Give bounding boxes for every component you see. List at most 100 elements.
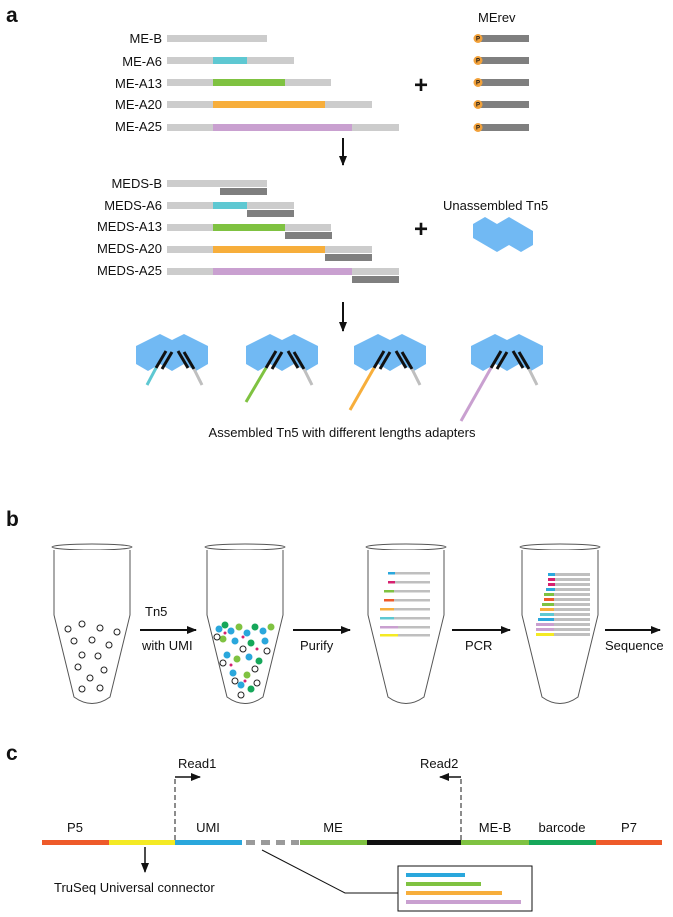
truseq-connector-label: TruSeq Universal connector bbox=[54, 880, 215, 895]
fragment-dot bbox=[243, 671, 251, 679]
me-adapter-label: ME-A20 bbox=[115, 97, 162, 112]
meds-insert bbox=[213, 224, 285, 231]
segment-label-me-b: ME-B bbox=[479, 820, 512, 835]
bead bbox=[94, 652, 102, 660]
segment-umi bbox=[175, 840, 242, 845]
fragment-adapter bbox=[544, 598, 554, 601]
meds-adapter-label: MEDS-A13 bbox=[97, 219, 162, 234]
read2-label: Read2 bbox=[420, 756, 458, 771]
assembled-complex-list bbox=[136, 334, 543, 422]
unassembled-tn5-label: Unassembled Tn5 bbox=[443, 198, 548, 213]
meds-insert bbox=[213, 268, 352, 275]
phosphate-icon bbox=[473, 123, 483, 132]
fragment-line bbox=[540, 608, 590, 611]
amplified-fragments bbox=[536, 573, 590, 636]
me-adapter-label: ME-A25 bbox=[115, 119, 162, 134]
meds-adapter-label: MEDS-A20 bbox=[97, 241, 162, 256]
adapter-tail bbox=[459, 367, 493, 422]
adapter-tail bbox=[145, 367, 158, 386]
fragment-adapter bbox=[548, 578, 555, 581]
fragment-line bbox=[548, 578, 590, 581]
segment-p5 bbox=[42, 840, 109, 845]
adapter-duplex bbox=[394, 350, 408, 369]
meds-adapter-label: MEDS-A6 bbox=[104, 198, 162, 213]
fragment-adapter bbox=[548, 573, 555, 576]
read1-marker: Read1 bbox=[174, 756, 216, 840]
assembled-tn5-complex bbox=[459, 334, 543, 422]
segment-p7 bbox=[596, 840, 662, 845]
adapter-duplex bbox=[286, 350, 300, 369]
library-fragments bbox=[380, 572, 430, 637]
merev-bar bbox=[481, 35, 529, 42]
me-adapter-list: ME-B ME-A6 ME-A13 ME-A20 ME-A25 bbox=[115, 31, 399, 134]
fragment-dot bbox=[229, 669, 237, 677]
fragment-adapter bbox=[540, 613, 554, 616]
fragment-dot bbox=[235, 623, 243, 631]
fragment-line bbox=[536, 628, 590, 631]
assembled-tn5-complex bbox=[244, 334, 318, 403]
inset-bar bbox=[406, 873, 465, 877]
bead-group bbox=[64, 620, 121, 693]
fragment-adapter bbox=[540, 608, 554, 611]
bead bbox=[263, 647, 271, 655]
adapter-duplex bbox=[511, 350, 525, 369]
bead bbox=[219, 659, 227, 667]
panel-c: c Read1 Read2 P5 UMI ME ME-B bbox=[6, 742, 662, 912]
panel-label-a: a bbox=[6, 4, 18, 27]
bead bbox=[96, 684, 104, 692]
fragment-adapter bbox=[384, 590, 394, 593]
merev-bar bbox=[481, 101, 529, 108]
tube-4 bbox=[519, 543, 601, 704]
assembled-caption: Assembled Tn5 with different lengths ada… bbox=[209, 425, 476, 440]
segment-label-barcode: barcode bbox=[539, 820, 586, 835]
bead bbox=[70, 637, 78, 645]
me-b-tail bbox=[410, 368, 422, 386]
adapter-duplex bbox=[270, 351, 284, 370]
adapter-duplex bbox=[495, 351, 509, 370]
merev-group: MErev P P P P bbox=[473, 10, 529, 132]
meds-adapter-label: MEDS-B bbox=[111, 176, 162, 191]
fragment-line bbox=[384, 599, 430, 602]
me-adapter-insert bbox=[213, 57, 247, 64]
fragment-dot bbox=[251, 623, 259, 631]
me-adapter-label: ME-A13 bbox=[115, 76, 162, 91]
step-label: with UMI bbox=[141, 638, 193, 653]
merev-bar bbox=[481, 79, 529, 86]
bead bbox=[113, 628, 121, 636]
adapter-duplex bbox=[400, 351, 414, 370]
tube-body bbox=[53, 550, 131, 704]
adapter-duplex bbox=[154, 350, 168, 369]
fragment-adapter bbox=[380, 608, 394, 611]
fragment-line bbox=[384, 590, 430, 593]
fragment-dot bbox=[233, 655, 241, 663]
merev-bar bbox=[481, 124, 529, 131]
fragment-adapter bbox=[388, 572, 395, 575]
fragment-adapter bbox=[536, 633, 554, 636]
fragment-adapter bbox=[384, 599, 394, 602]
fragment-dot bbox=[261, 637, 269, 645]
meds-bottom-strand bbox=[285, 232, 332, 239]
fragment-adapter bbox=[544, 593, 554, 596]
fragment-line bbox=[548, 573, 590, 576]
callout-line bbox=[261, 849, 398, 894]
fragment-dot bbox=[255, 657, 263, 665]
tn5-dimer-shape bbox=[473, 217, 533, 252]
adapter-tail bbox=[348, 367, 376, 411]
bead bbox=[237, 691, 245, 699]
me-b-tail bbox=[527, 368, 539, 386]
meds-adapter-row: MEDS-A13 bbox=[97, 219, 332, 239]
fragment-dot bbox=[245, 653, 253, 661]
tube-body bbox=[206, 550, 284, 704]
fragment-adapter bbox=[536, 623, 554, 626]
bead bbox=[78, 651, 86, 659]
merev-oligo: P bbox=[473, 34, 529, 43]
meds-adapter-list: MEDS-B MEDS-A6 MEDS-A13 MEDS-A20 bbox=[97, 176, 399, 283]
fragment-line bbox=[544, 593, 590, 596]
meds-adapter-row: MEDS-A6 bbox=[104, 198, 294, 217]
segment-label-p7: P7 bbox=[621, 820, 637, 835]
adapter-duplex bbox=[176, 350, 190, 369]
fragment-line bbox=[546, 588, 590, 591]
meds-adapter-label: MEDS-A25 bbox=[97, 263, 162, 278]
me-adapter-insert bbox=[213, 101, 325, 108]
